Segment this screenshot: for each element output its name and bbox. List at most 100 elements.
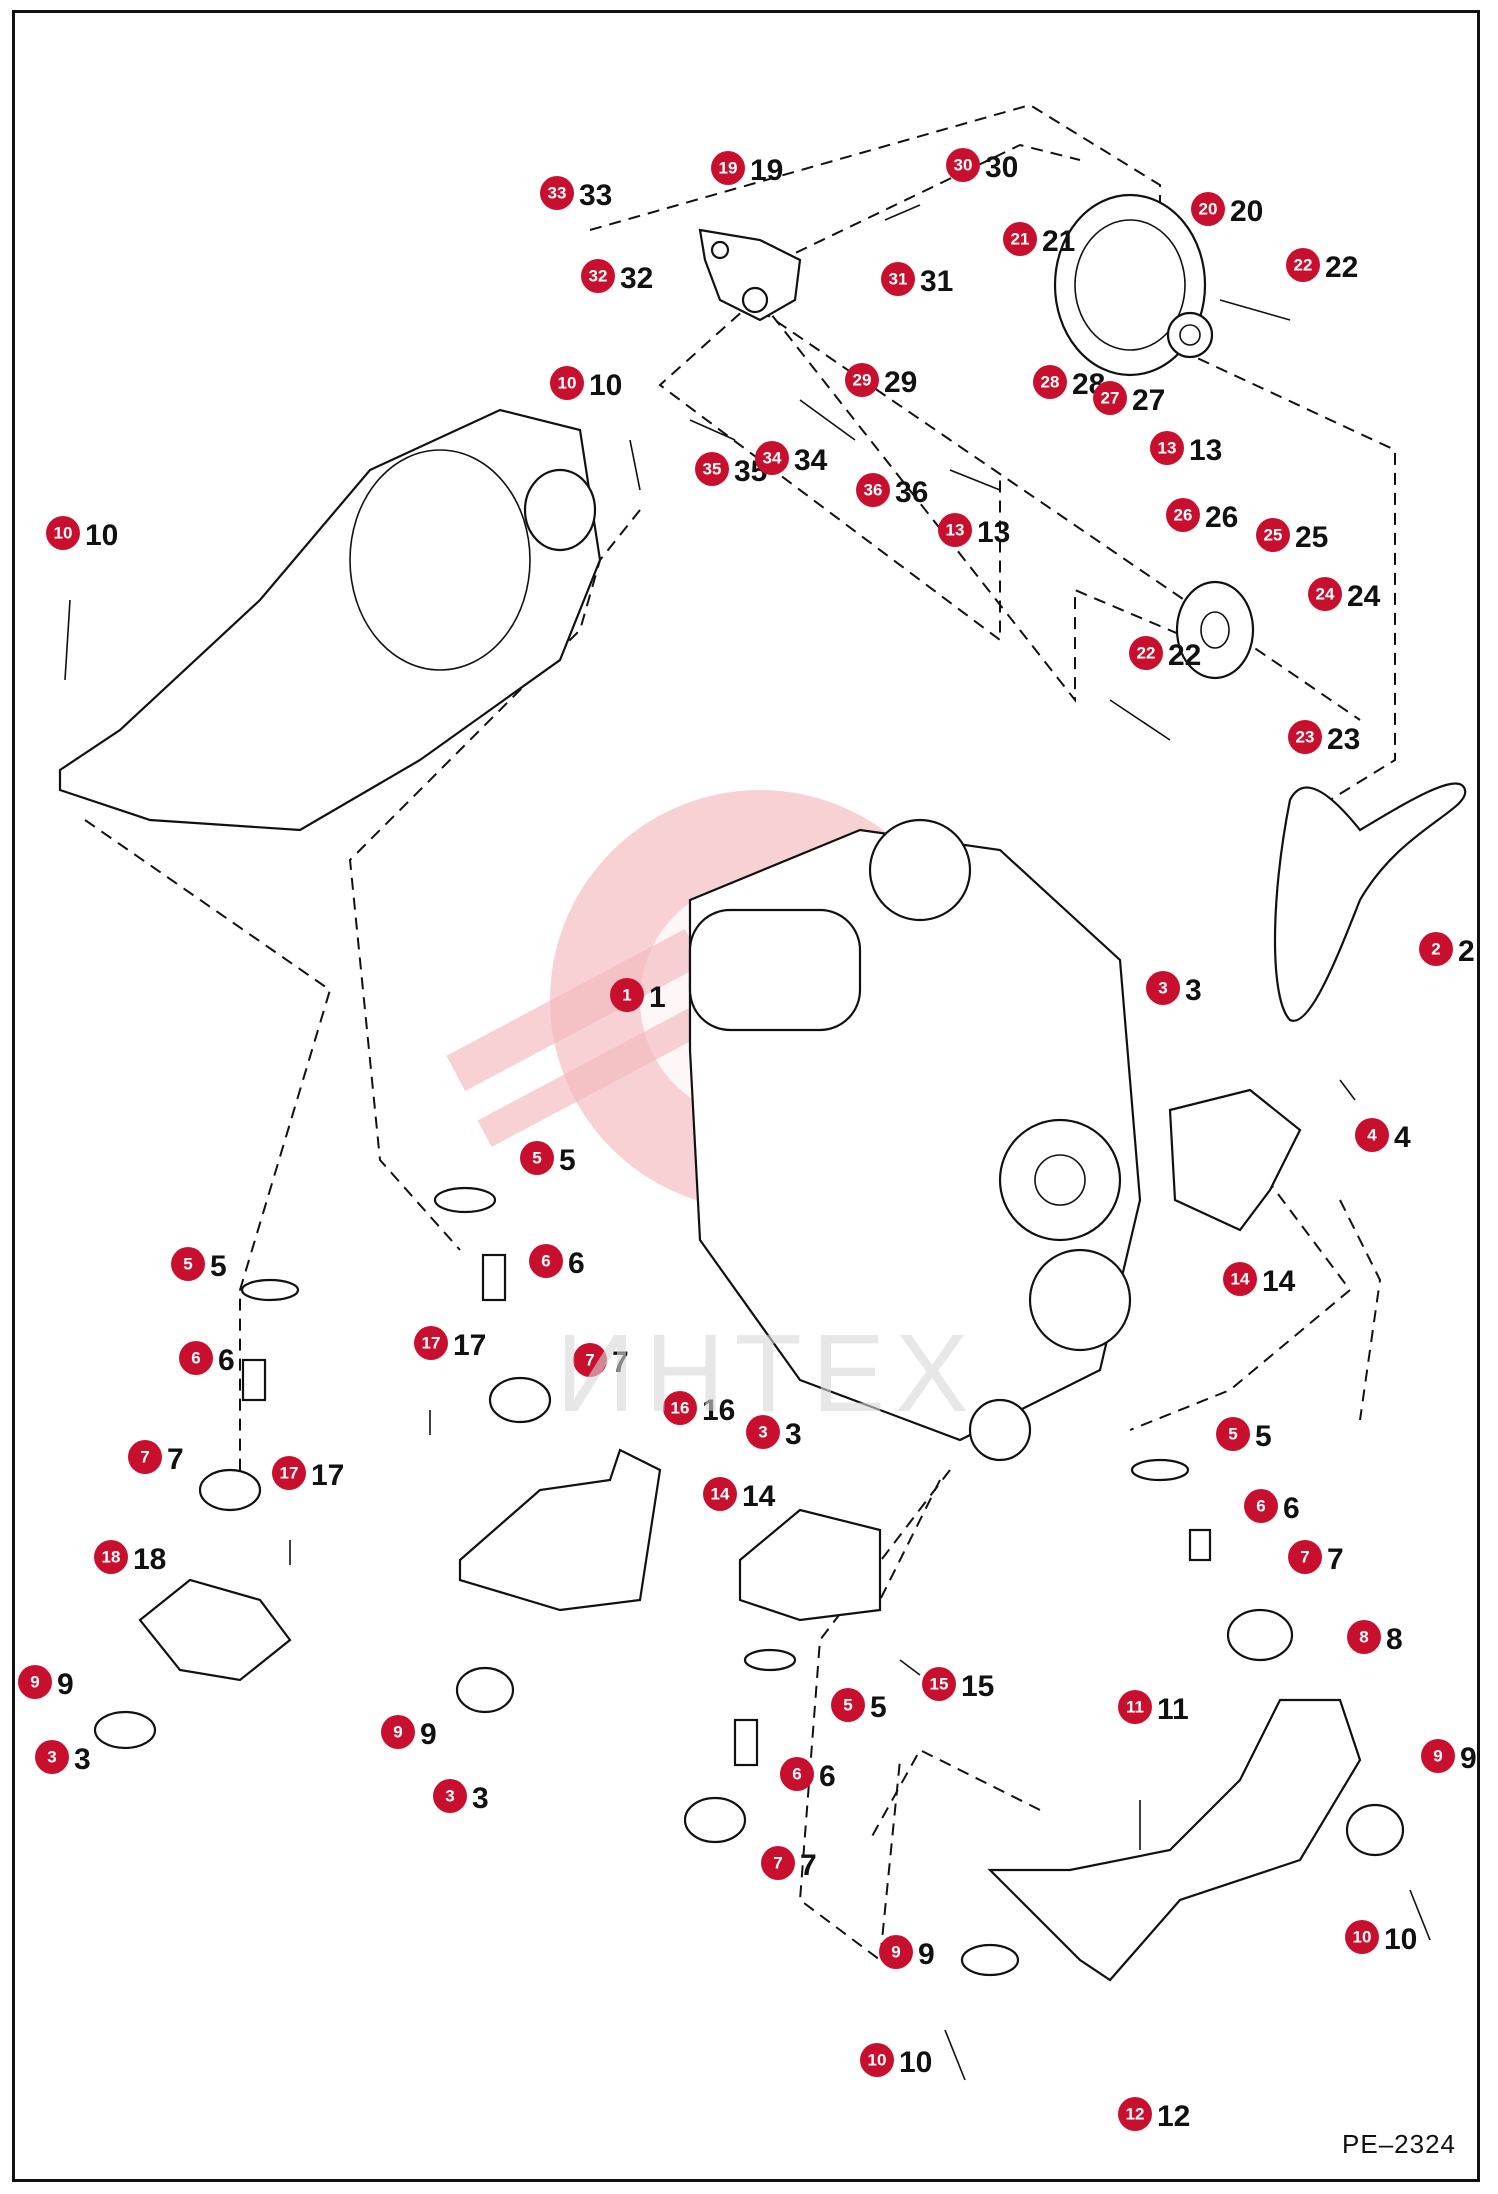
callout-c2: 2 [1419,932,1453,966]
callout-badge-label: 27 [1101,389,1120,408]
callout-c7d: 7 [1288,1540,1322,1574]
callout-badge-label: 28 [1041,373,1060,392]
callout-badge-label: 3 [1158,979,1167,998]
callout-badge-circle [946,148,980,182]
part-number-c29: 29 [884,366,917,399]
part-number-c20: 20 [1230,195,1263,228]
callout-c23: 23 [1288,720,1322,754]
callout-badge-circle [128,1440,162,1474]
part-number-c1: 1 [649,981,666,1014]
callout-badge-circle [755,441,789,475]
part-number-c2: 2 [1458,935,1475,968]
callout-badge-circle [1419,932,1453,966]
callout-badge-label: 32 [589,267,608,286]
part-number-c9b: 9 [420,1718,437,1751]
callout-badge-label: 10 [54,524,73,543]
callout-badge-label: 5 [532,1149,541,1168]
part-number-c22b: 22 [1168,639,1201,672]
callout-c14a: 14 [1223,1262,1257,1296]
engine-mount-bracket-18 [138,1578,292,1682]
part-number-c5a: 5 [559,1144,576,1177]
callout-badge-circle [711,151,745,185]
engine-mount-bracket-16 [458,1448,662,1612]
callout-badge-circle [938,513,972,547]
callout-badge-circle [1308,577,1342,611]
callout-badge-label: 6 [191,1349,200,1368]
callout-c32: 32 [581,259,615,293]
callout-badge-label: 4 [1367,1126,1377,1145]
callout-c17a: 17 [414,1326,448,1360]
callout-badge-label: 5 [183,1255,192,1274]
callout-c30: 30 [946,148,980,182]
callout-c4: 4 [1355,1118,1389,1152]
callout-c21: 21 [1003,222,1037,256]
callout-badge-label: 3 [758,1423,767,1442]
callout-c16: 16 [663,1391,697,1425]
part-number-c14b: 14 [742,1480,776,1513]
callout-c13a: 13 [1150,431,1184,465]
callout-badge-circle [94,1540,128,1574]
callout-badge-label: 7 [773,1854,782,1873]
callout-badge-label: 1 [622,986,631,1005]
callout-c35: 35 [695,452,729,486]
part-number-c15: 15 [961,1670,994,1703]
callout-badge-label: 17 [280,1464,299,1483]
callout-badge-label: 13 [1158,439,1177,458]
part-number-c3c: 3 [472,1782,489,1815]
callout-badge-circle [845,363,879,397]
callout-badge-label: 7 [585,1351,594,1370]
bolts [64,204,1431,2081]
callout-badge-circle [1288,1540,1322,1574]
callout-c6d: 6 [1244,1489,1278,1523]
callout-badge-circle [433,1779,467,1813]
callout-c5d: 5 [1216,1417,1250,1451]
callout-badge-label: 10 [558,374,577,393]
callout-badge-circle [1191,192,1225,226]
part-number-c5c: 5 [870,1691,887,1724]
callout-badge-circle [171,1247,205,1281]
callout-badge-circle [1093,381,1127,415]
callout-c3c: 3 [433,1779,467,1813]
callout-badge-label: 7 [140,1448,149,1467]
part-number-c10a: 10 [589,369,622,402]
drive-belt [1273,782,1467,1022]
callout-badge-label: 8 [1359,1628,1368,1647]
callout-badge-circle [272,1456,306,1490]
callout-badge-label: 21 [1011,230,1030,249]
part-number-c19: 19 [750,154,783,187]
callout-c9b: 9 [381,1715,415,1749]
callout-c15: 15 [922,1667,956,1701]
engine-mount-bracket-8 [987,1698,1362,1982]
part-number-c34: 34 [794,444,828,477]
part-number-c27: 27 [1132,384,1165,417]
callout-badge-circle [703,1477,737,1511]
callout-c9a: 9 [18,1665,52,1699]
callout-badge-label: 9 [393,1723,402,1742]
callout-c13b: 13 [938,513,972,547]
callout-c5c: 5 [831,1688,865,1722]
callout-c36: 36 [856,473,890,507]
callout-badge-circle [860,2043,894,2077]
callout-badge-circle [1216,1417,1250,1451]
callout-badge-circle [540,176,574,210]
part-number-c6a: 6 [568,1247,585,1280]
part-number-c5b: 5 [210,1250,227,1283]
callout-badge-circle [529,1244,563,1278]
part-number-c7c: 7 [800,1849,817,1882]
part-number-c9d: 9 [918,1938,935,1971]
part-number-c3d: 3 [785,1418,802,1451]
callout-badge-label: 20 [1199,200,1218,219]
callout-badge-circle [1345,1920,1379,1954]
callout-badge-label: 11 [1126,1698,1144,1717]
callout-c22a: 22 [1286,248,1320,282]
callout-c26: 26 [1166,498,1200,532]
part-number-c9c: 9 [1460,1742,1477,1775]
callout-c10b: 10 [46,516,80,550]
callout-badge-label: 5 [843,1696,852,1715]
callout-badge-circle [695,452,729,486]
callout-c5b: 5 [171,1247,205,1281]
callout-badge-label: 18 [102,1548,121,1567]
callout-c29: 29 [845,363,879,397]
callout-badge-label: 14 [1231,1270,1250,1289]
